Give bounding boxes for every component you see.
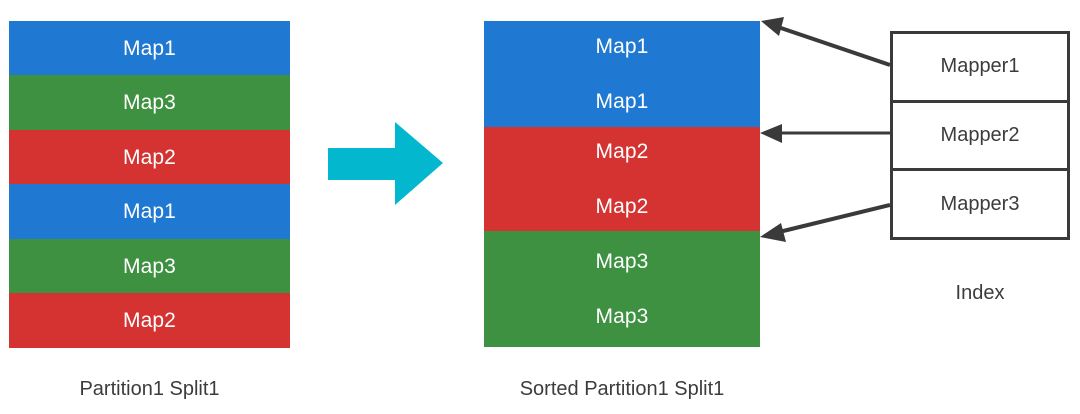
connector-arrow-mapper1 — [761, 17, 891, 67]
index-row-mapper3: Mapper3 — [893, 168, 1067, 237]
block-label: Map2 — [595, 195, 649, 218]
connector-arrow-mapper3 — [760, 203, 891, 242]
block-row: Map1 — [9, 21, 290, 75]
block-label: Map2 — [123, 309, 176, 332]
index-row-label: Mapper1 — [940, 55, 1020, 78]
connector-arrow-mapper2 — [760, 124, 890, 143]
block-label: Map3 — [123, 254, 176, 278]
block-row: Map1 Map1 — [484, 21, 760, 127]
block-row: Map2 — [9, 130, 290, 184]
block-label: Map1 — [595, 35, 649, 58]
block-row: Map3 Map3 — [484, 231, 760, 347]
right-stack-caption: Sorted Partition1 Split1 — [519, 378, 725, 400]
block-row: Map2 Map2 — [484, 127, 760, 231]
block-label: Map2 — [123, 145, 176, 169]
right-arrow-icon — [328, 122, 443, 205]
index-row-label: Mapper2 — [940, 124, 1020, 146]
block-label: Map3 — [123, 91, 176, 114]
index-row-label: Mapper3 — [940, 192, 1020, 215]
unsorted-partition-stack: Map1 Map3 Map2 Map1 Map3 Map2 — [9, 21, 290, 348]
block-row: Map3 — [9, 239, 290, 293]
sorted-partition-stack: Map1 Map1 Map2 Map2 Map3 Map3 — [484, 21, 760, 347]
block-label: Map1 — [123, 36, 176, 60]
block-row: Map3 — [9, 75, 290, 130]
block-label: Map3 — [595, 250, 649, 273]
index-row-mapper1: Mapper1 — [893, 34, 1067, 100]
block-label: Map1 — [123, 200, 176, 223]
block-label: Map3 — [595, 305, 649, 328]
index-caption: Index — [955, 282, 1005, 304]
left-stack-caption: Partition1 Split1 — [79, 378, 220, 400]
index-row-mapper2: Mapper2 — [893, 99, 1067, 169]
block-label: Map1 — [595, 90, 649, 113]
block-label: Map2 — [595, 140, 649, 163]
block-row: Map1 — [9, 184, 290, 239]
index-table: Mapper1 Mapper2 Mapper3 — [890, 31, 1070, 240]
block-row: Map2 — [9, 293, 290, 348]
